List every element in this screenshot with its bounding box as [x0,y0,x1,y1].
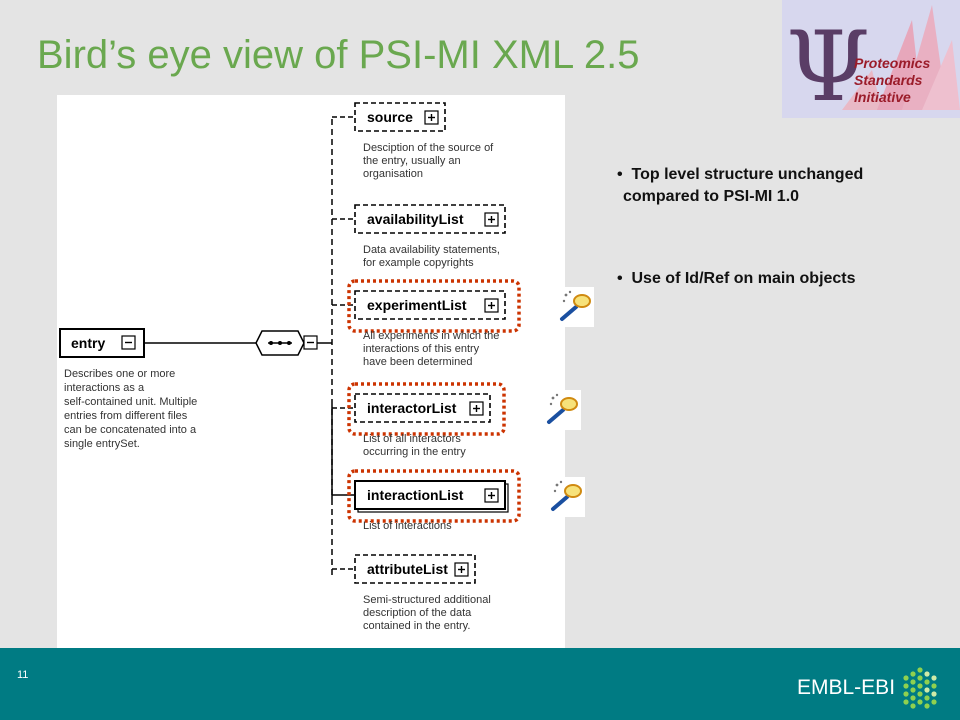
element-description: Data availability statements, [363,244,500,256]
magnifier-icon[interactable] [556,287,594,327]
psi-logo: Ψ Proteomics Standards Initiative [782,0,960,123]
highlight-box [347,279,521,333]
element-label: availabilityList [367,211,464,227]
psi-symbol: Ψ [786,11,870,118]
element-label: experimentList [367,297,467,313]
entry-desc-line: can be concatenated into a [64,424,197,436]
logo-line-1: Proteomics [854,55,930,71]
bullet-item: • Top level structure unchanged compared… [617,164,957,208]
element-description: organisation [363,168,423,180]
element-description: contained in the entry. [363,620,470,632]
element-description: List of interactions [363,520,452,532]
element-description: the entry, usually an [363,155,461,167]
element-description: interactions of this entry [363,343,480,355]
brand-text: EMBL-EBI [797,676,895,699]
entry-desc-line: self-contained unit. Multiple [64,396,197,408]
embl-ebi-mark [903,667,937,709]
entry-desc-line: single entrySet. [64,438,140,450]
footer-bar: 11 EMBL-EBI [0,648,960,720]
element-description: Semi-structured additional [363,594,491,606]
bullet-item: • Use of Id/Ref on main objects [617,268,957,290]
logo-line-3: Initiative [854,89,911,105]
expand-icon[interactable] [484,212,499,227]
entry-desc-line: Describes one or more [64,368,175,380]
element-description: List of all interactors [363,433,461,445]
sequence-icon[interactable] [255,330,318,356]
highlight-box [347,382,506,436]
element-description: description of the data [363,607,472,619]
psi-logo-graphic: Ψ Proteomics Standards Initiative [782,0,960,123]
element-label: interactorList [367,400,457,416]
bullet-text: Use of Id/Ref on main objects [631,270,856,287]
page-number: 11 [17,669,29,681]
embl-ebi-logo: EMBL-EBI [797,667,937,709]
bullet-dot: • [617,270,632,287]
element-label: attributeList [367,561,448,577]
entry-desc-line: interactions as a [64,382,145,394]
magnifier-icon[interactable] [547,477,585,517]
element-description: for example copyrights [363,257,474,269]
element-description: occurring in the entry [363,446,466,458]
entry-label: entry [71,335,105,351]
bullet-text: Top level structure unchanged [631,166,864,183]
slide-title: Bird’s eye view of PSI-MI XML 2.5 [37,33,640,77]
bullet-dot: • [617,166,632,183]
highlight-box [347,469,521,523]
entry-description: Describes one or more interactions as a … [64,368,197,450]
collapse-icon[interactable] [121,335,136,350]
bullet-text: compared to PSI-MI 1.0 [623,188,800,205]
element-description: All experiments in which the [363,330,499,342]
entry-element: entry [59,328,145,358]
expand-icon[interactable] [484,488,499,503]
expand-icon[interactable] [454,562,469,577]
logo-line-2: Standards [854,72,923,88]
expand-icon[interactable] [469,401,484,416]
element-description: have been determined [363,356,472,368]
expand-icon[interactable] [484,298,499,313]
schema-diagram: entry Describes one or more interactions… [57,95,565,648]
element-label: source [367,109,413,125]
element-description: Desciption of the source of [363,142,494,154]
magnifier-icon[interactable] [543,390,581,430]
expand-icon[interactable] [424,110,439,125]
schema-diagram-svg: entry Describes one or more interactions… [59,119,333,575]
element-label: interactionList [367,487,464,503]
spikes-decoration [842,5,960,110]
entry-desc-line: entries from different files [64,410,188,422]
